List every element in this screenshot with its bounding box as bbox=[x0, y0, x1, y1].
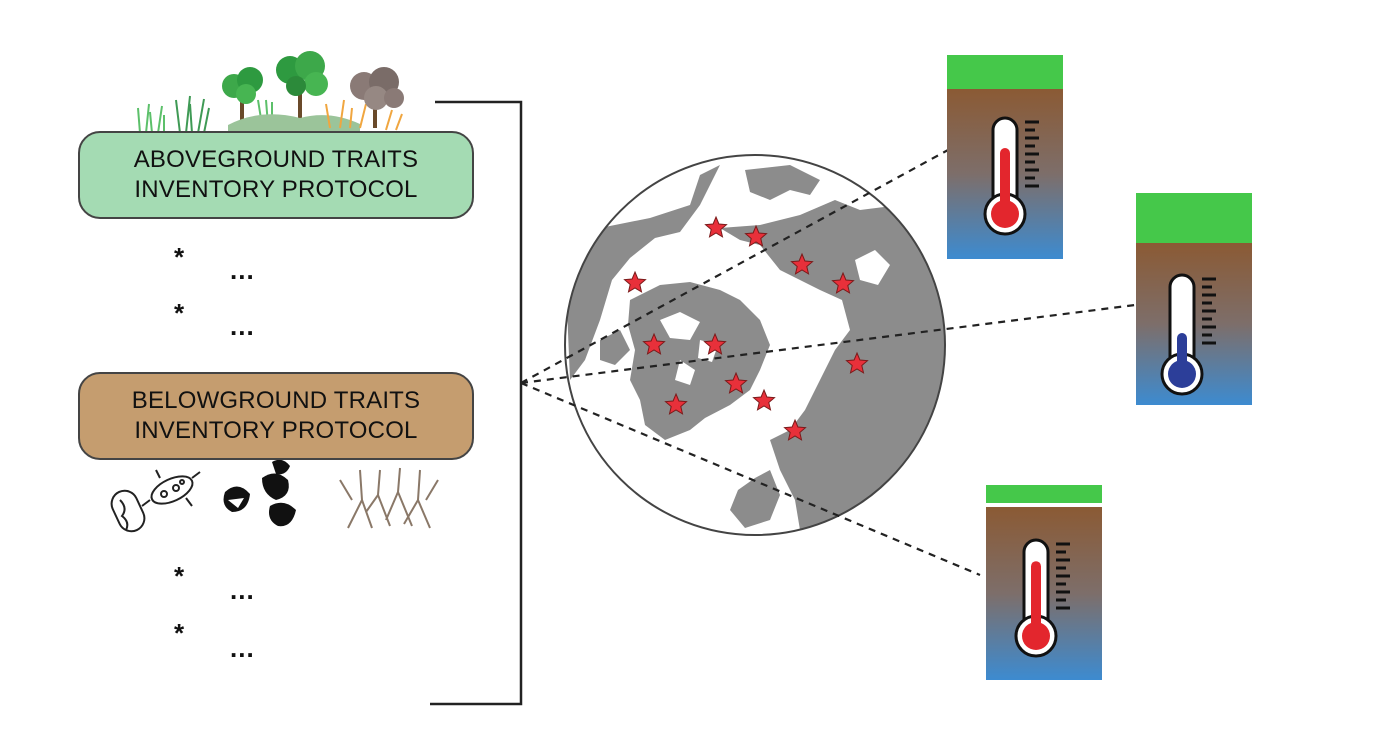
connector-lines bbox=[520, 149, 1136, 577]
site-star-marker bbox=[703, 332, 727, 355]
aboveground-label-line1: ABOVEGROUND TRAITS bbox=[133, 146, 419, 173]
site-star-marker bbox=[783, 418, 807, 441]
list-ellipsis: ... bbox=[230, 255, 255, 285]
list-ellipsis: ... bbox=[230, 311, 255, 341]
thermometer-icon bbox=[983, 116, 1039, 236]
soil-particle-icon bbox=[223, 459, 296, 527]
site-star-marker bbox=[704, 215, 728, 238]
site-star-marker bbox=[642, 332, 666, 355]
list-ellipsis: ... bbox=[230, 633, 255, 663]
roots-icon bbox=[339, 467, 439, 529]
thermometer-icon bbox=[1014, 538, 1070, 658]
belowground-label-line2: INVENTORY PROTOCOL bbox=[134, 417, 418, 444]
thermometer-icon bbox=[1160, 273, 1216, 396]
belowground-label-line1: BELOWGROUND TRAITS bbox=[131, 387, 421, 414]
aboveground-label-line2: INVENTORY PROTOCOL bbox=[134, 176, 418, 203]
site-markers bbox=[623, 215, 869, 441]
site-star-marker bbox=[845, 351, 869, 374]
list-bullet: * bbox=[174, 242, 185, 272]
site-star-marker bbox=[831, 271, 855, 294]
thermometer-fluid bbox=[1031, 561, 1041, 636]
site-star-marker bbox=[724, 371, 748, 394]
thermometer-fluid bbox=[1000, 148, 1010, 214]
list-bullet: * bbox=[174, 298, 185, 328]
arctic-globe bbox=[564, 154, 946, 536]
site-star-marker bbox=[744, 224, 768, 247]
aboveground-traits-box: ABOVEGROUND TRAITS INVENTORY PROTOCOL bbox=[78, 131, 474, 219]
site-star-marker bbox=[664, 392, 688, 415]
site-star-marker bbox=[752, 388, 776, 411]
site-star-marker bbox=[790, 252, 814, 275]
grouping-bracket bbox=[430, 100, 523, 706]
list-ellipsis: ... bbox=[230, 575, 255, 605]
list-bullet: * bbox=[174, 561, 185, 591]
belowground-traits-box: BELOWGROUND TRAITS INVENTORY PROTOCOL bbox=[78, 372, 474, 460]
list-bullet: * bbox=[174, 618, 185, 648]
site-star-marker bbox=[623, 270, 647, 293]
vegetation-icon bbox=[137, 51, 404, 135]
microbe-icon bbox=[110, 469, 201, 533]
